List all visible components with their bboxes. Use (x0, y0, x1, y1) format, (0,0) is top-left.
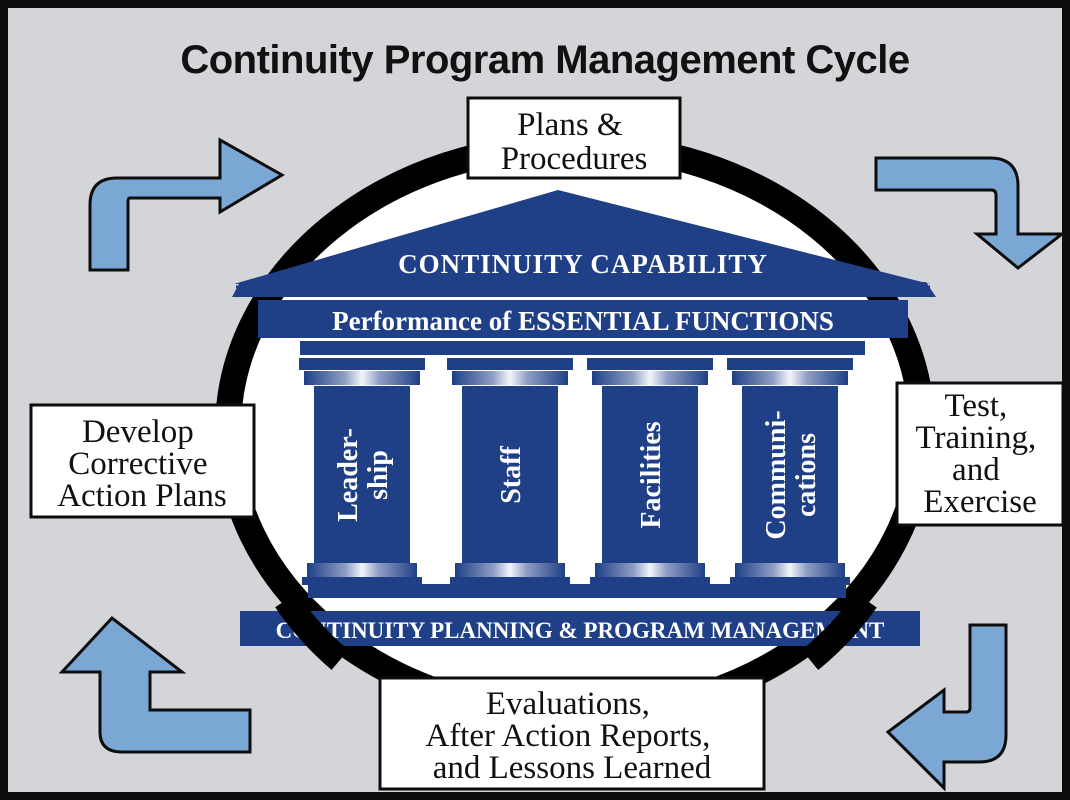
test-line-1: Test, (944, 388, 1007, 424)
arrow-bottom-right (885, 623, 1008, 792)
arrow-top-right (874, 156, 1067, 270)
pillar-3: Facilities (587, 358, 713, 585)
plans-line-2: Procedures (501, 141, 648, 177)
pillar-shaft (462, 386, 558, 564)
temple-roof (234, 190, 930, 284)
eval-line-2: After Action Reports, (425, 718, 710, 754)
essential-functions-band (258, 300, 908, 338)
box-develop-corrective-action: Develop Corrective Action Plans (29, 403, 256, 519)
pillar-label-line: Facilities (636, 421, 667, 528)
pillar-1: Leader-ship (299, 358, 425, 585)
svg-text:Evaluations, After Actio: Evaluations, After Action Reports, and L… (425, 686, 718, 786)
pillar-label: Communi-cations (761, 410, 822, 539)
pillar-shaft (314, 386, 410, 564)
pillar-label-line: Communi- (761, 410, 792, 539)
develop-line-3: Action Plans (57, 478, 227, 514)
plans-line-1: Plans & (517, 107, 623, 143)
pillar-shaft (602, 386, 698, 564)
eval-line-3: and Lessons Learned (433, 750, 712, 786)
temple: CONTINUITY CAPABILITY Performance of ESS… (232, 190, 936, 646)
box-evaluations: Evaluations, After Action Reports, and L… (378, 676, 766, 791)
base-band (240, 611, 920, 646)
eval-line-1: Evaluations, (486, 686, 650, 722)
box-test-training-exercise: Test, Training, and Exercise (895, 381, 1065, 527)
pillar-label-line: cations (791, 433, 822, 517)
develop-line-1: Develop (82, 414, 194, 450)
band-label: Performance of ESSENTIAL FUNCTIONS (332, 306, 834, 336)
pillar-label-line: ship (363, 450, 394, 500)
develop-line-2: Corrective (68, 446, 207, 482)
pillar-label: Leader-ship (333, 428, 394, 522)
test-line-2: Training, (916, 420, 1037, 456)
pillar-label: Facilities (636, 421, 667, 528)
roof-label: CONTINUITY CAPABILITY (398, 249, 768, 279)
pillar-4: Communi-cations (727, 358, 853, 585)
pillar-label: Staff (496, 446, 527, 504)
svg-text:Test, Training, an: Test, Training, and Exercise (916, 388, 1045, 520)
pillar-2: Staff (447, 358, 573, 585)
pillar-label-line: Leader- (333, 428, 364, 522)
test-line-3: and (952, 452, 1000, 488)
svg-text:Develop Corrective: Develop Corrective Action Plans (57, 414, 227, 514)
arrow-top-left (88, 137, 285, 272)
test-line-4: Exercise (923, 484, 1037, 520)
pillar-label-line: Staff (496, 446, 527, 504)
box-plans-procedures: Plans & Procedures (466, 96, 682, 180)
arrow-bottom-left (58, 615, 252, 754)
diagram-title: Continuity Program Management Cycle (180, 38, 909, 82)
base-label: CONTINUITY PLANNING & PROGRAM MANAGEMENT (276, 618, 885, 643)
svg-text:Plans & Procedures: Plans & Procedures (501, 107, 648, 177)
pillar-shaft (742, 386, 838, 564)
